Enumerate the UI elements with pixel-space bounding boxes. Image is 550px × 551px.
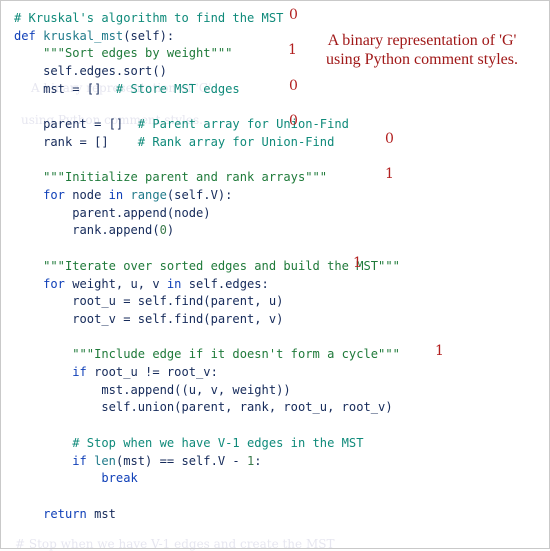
code-line: """Initialize parent and rank arrays""": [14, 169, 327, 185]
code-token: ): [166, 223, 175, 238]
code-token: parent = []: [14, 117, 124, 132]
code-token: self.edges:: [181, 276, 269, 291]
code-line: root_v = self.find(parent, v): [14, 311, 283, 327]
code-token: mst: [86, 506, 116, 521]
code-line: if root_u != root_v:: [14, 364, 218, 380]
code-token: """Sort edges by weight""": [14, 46, 233, 61]
code-line: rank.append(0): [14, 222, 174, 238]
code-token: 0: [159, 223, 167, 238]
code-token: mst = []: [14, 81, 109, 96]
code-token: range: [130, 188, 167, 202]
code-token: # Rank array for Union-Find: [108, 134, 335, 149]
code-line: rank = [] # Rank array for Union-Find: [14, 134, 334, 150]
binary-digit: 0: [289, 7, 298, 23]
code-line: """Iterate over sorted edges and build t…: [14, 258, 400, 274]
code-token: (self):: [123, 28, 175, 43]
annotation-line-1: A binary representation of 'G': [327, 32, 517, 49]
code-line: root_u = self.find(parent, u): [14, 293, 283, 309]
code-token: # Store MST edges: [108, 81, 240, 96]
code-token: [14, 277, 43, 291]
code-token: [14, 365, 72, 379]
code-token: len: [94, 453, 116, 468]
code-token: [14, 188, 43, 202]
code-line: """Sort edges by weight""": [14, 45, 232, 61]
code-token: in: [108, 188, 124, 202]
code-token: rank.append(: [14, 223, 160, 238]
code-token: for: [43, 276, 65, 291]
watermark-text-2: using Python comment styles.: [21, 113, 203, 127]
binary-digit: 0: [289, 113, 298, 130]
code-line: parent = [] # Parent array for Union-Fin…: [14, 116, 349, 132]
code-token: in: [166, 276, 182, 291]
code-token: root_u != root_v:: [86, 365, 218, 379]
code-token: def: [14, 28, 44, 43]
code-line: mst = [] # Store MST edges: [14, 81, 240, 97]
code-line: parent.append(node): [14, 205, 211, 221]
code-token: for: [43, 188, 65, 202]
binary-digit: 0: [385, 130, 394, 147]
code-token: kruskal_mst: [43, 28, 124, 43]
watermark-text-3: # Stop when we have V-1 edges and create…: [15, 537, 335, 551]
code-token: if: [72, 365, 87, 379]
code-token: [14, 471, 101, 485]
code-token: [123, 188, 130, 202]
code-line: return mst: [14, 506, 116, 522]
code-line: for node in range(self.V):: [14, 187, 232, 203]
code-line: def kruskal_mst(self):: [14, 28, 174, 44]
code-token: rank = []: [14, 134, 109, 149]
binary-digit: 0: [289, 77, 298, 94]
binary-digit: 1: [435, 343, 444, 360]
code-token: [14, 507, 43, 521]
code-line: self.union(parent, rank, root_u, root_v): [14, 399, 393, 415]
code-token: mst.append((u, v, weight)): [14, 382, 291, 397]
code-token: """Iterate over sorted edges and build t…: [14, 258, 400, 273]
code-token: [87, 454, 94, 468]
code-token: break: [101, 471, 138, 486]
code-token: # Parent array for Union-Find: [123, 117, 349, 132]
code-token: :: [254, 453, 262, 468]
code-token: # Kruskal's algorithm to find the MST: [14, 11, 284, 25]
code-token: if: [72, 453, 87, 468]
code-line: # Stop when we have V-1 edges in the MST: [14, 435, 364, 451]
watermark-text-1: A binary representation of 'G': [31, 81, 212, 95]
code-token: return: [43, 506, 87, 521]
code-token: node: [64, 188, 109, 202]
code-token: 1: [247, 453, 255, 468]
code-token: """Initialize parent and rank arrays""": [14, 170, 328, 185]
code-token: (mst) == self.V -: [115, 453, 247, 468]
code-token: [14, 454, 72, 468]
binary-digit: 1: [353, 254, 362, 271]
code-token: root_u = self.find(parent, u): [14, 294, 284, 309]
code-line: if len(mst) == self.V - 1:: [14, 453, 262, 469]
code-line: for weight, u, v in self.edges:: [14, 276, 269, 292]
annotation-note: A binary representation of 'G' using Pyt…: [297, 31, 547, 69]
binary-digit: 1: [288, 42, 297, 59]
binary-digit: 1: [385, 166, 394, 183]
code-token: # Stop when we have V-1 edges in the MST: [14, 435, 364, 450]
code-line: break: [14, 470, 138, 486]
code-line: # Kruskal's algorithm to find the MST: [14, 10, 283, 26]
code-line: """Include edge if it doesn't form a cyc…: [14, 346, 400, 362]
annotation-line-2: using Python comment styles.: [326, 51, 518, 68]
code-token: (self.V):: [166, 188, 233, 202]
code-token: parent.append(node): [14, 205, 211, 220]
code-line: mst.append((u, v, weight)): [14, 382, 291, 398]
code-token: self.edges.sort(): [14, 64, 167, 79]
code-token: self.union(parent, rank, root_u, root_v): [14, 400, 393, 415]
code-token: weight, u, v: [64, 276, 167, 291]
code-token: root_v = self.find(parent, v): [14, 311, 284, 326]
code-line: self.edges.sort(): [14, 63, 167, 79]
code-token: """Include edge if it doesn't form a cyc…: [14, 347, 400, 362]
